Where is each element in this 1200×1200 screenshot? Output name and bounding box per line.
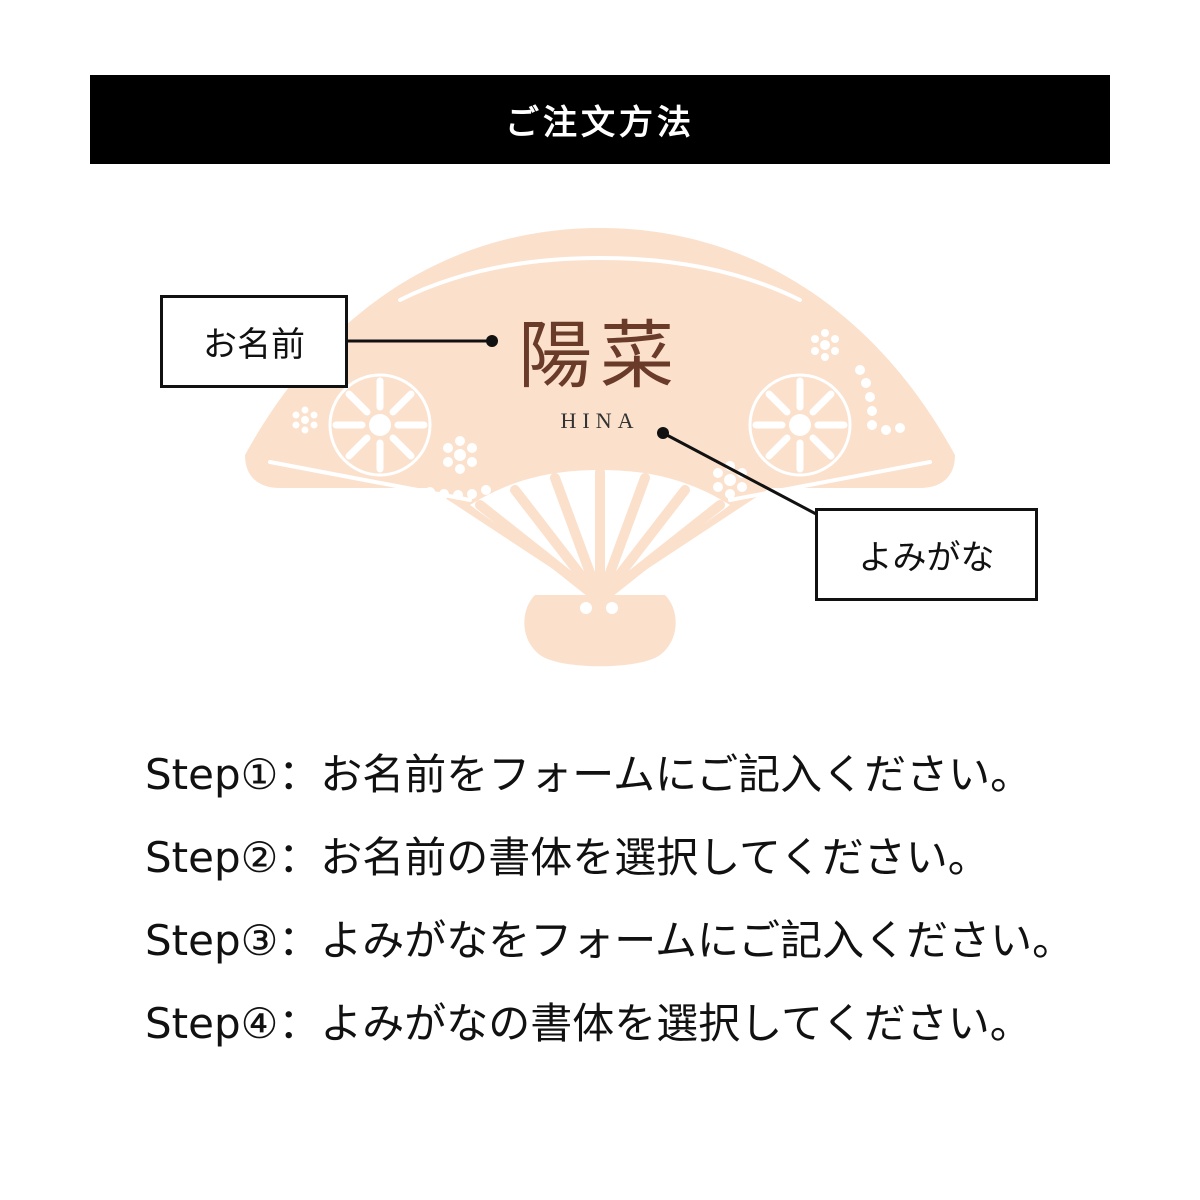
sample-name-reading: HINA <box>560 408 640 433</box>
page-title: ご注文方法 <box>505 103 695 143</box>
fan-base-line-left <box>268 460 472 502</box>
fan-arc-line <box>398 255 802 302</box>
bead-string-left <box>425 485 491 500</box>
fan-rivet <box>580 602 592 614</box>
fan-rivet <box>606 602 618 614</box>
label-yomigana: よみがな <box>858 538 995 578</box>
leader-dot-yomigana <box>657 427 669 439</box>
flower-pattern-left <box>328 373 432 477</box>
fan-graphic <box>245 228 955 667</box>
leader-dot-name <box>486 335 498 347</box>
sample-name-kanji: 陽菜 <box>518 313 682 399</box>
fan-base-line-right <box>728 460 932 502</box>
header-bar: ご注文方法 <box>90 75 1110 164</box>
fan-illustration: 陽菜 HINA <box>245 228 955 667</box>
step-2: Step②：お名前の書体を選択してください。 <box>145 833 990 882</box>
flower-pattern-right <box>748 373 852 477</box>
bead-string-right <box>855 365 905 435</box>
small-flower <box>811 329 839 361</box>
label-yomigana-box: よみがな <box>815 508 1038 601</box>
small-flower <box>443 436 477 474</box>
fan-body <box>245 228 955 600</box>
fan-handle <box>524 595 676 667</box>
fan-ribs <box>475 467 725 605</box>
step-1: Step①：お名前をフォームにご記入ください。 <box>145 750 1033 799</box>
leader-line-yomigana <box>662 431 819 517</box>
small-flower <box>292 406 318 434</box>
label-name-box: お名前 <box>160 295 348 388</box>
step-4: Step④：よみがなの書体を選択してください。 <box>145 999 1032 1048</box>
label-name: お名前 <box>203 325 305 365</box>
steps-list: Step①：お名前をフォームにご記入ください。 Step②：お名前の書体を選択し… <box>145 740 1145 1072</box>
step-3: Step③：よみがなをフォームにご記入ください。 <box>145 916 1075 965</box>
